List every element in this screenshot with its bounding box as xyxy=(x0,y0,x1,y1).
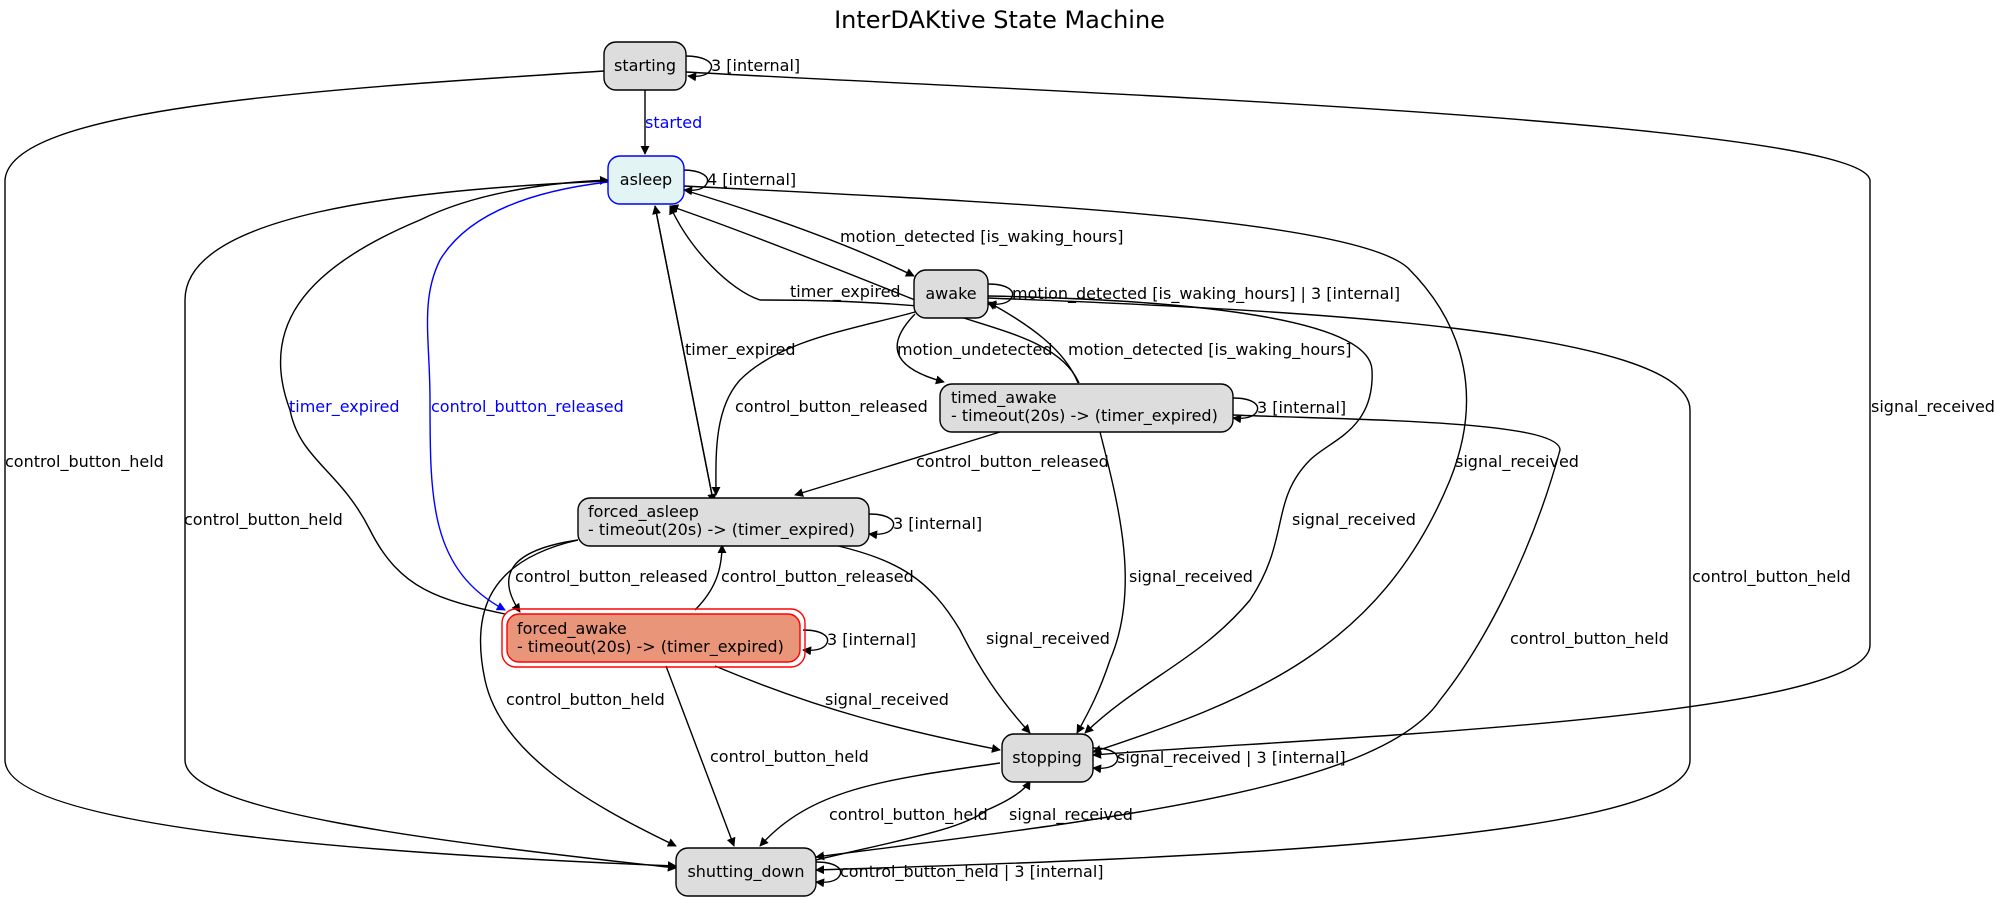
label-timed-awake-to-stopping: signal_received xyxy=(1129,567,1253,587)
label-awake-to-stopping: signal_received xyxy=(1292,510,1416,530)
edge-awake-to-shutting-down xyxy=(815,297,1691,875)
label-asleep-to-shutting-down: control_button_held xyxy=(184,510,343,530)
edge-asleep-to-stopping xyxy=(683,185,1468,754)
label-forced-awake-to-stopping: signal_received xyxy=(825,690,949,710)
edge-forced-asleep-to-forced-awake xyxy=(508,539,579,613)
state-forced-awake-name: forced_awake xyxy=(517,619,627,639)
state-shutting-down-label: shutting_down xyxy=(687,862,804,882)
edge-asleep-to-shutting-down xyxy=(184,180,677,872)
label-starting-to-shutting-down: control_button_held xyxy=(5,452,164,472)
label-forced-awake-to-asleep: timer_expired xyxy=(289,397,400,417)
state-timed-awake-action: - timeout(20s) -> (timer_expired) xyxy=(951,406,1218,426)
state-starting-label: starting xyxy=(614,56,676,75)
edge-timed-awake-to-awake xyxy=(987,301,1079,384)
state-shutting-down[interactable]: shutting_down xyxy=(675,847,817,897)
label-forced-asleep-to-forced-awake: control_button_released xyxy=(515,567,708,587)
label-forced-asleep-self: 3 [internal] xyxy=(893,514,982,533)
label-asleep-to-stopping: signal_received xyxy=(1455,452,1579,472)
edge-stopping-self xyxy=(1092,747,1119,774)
label-started: started xyxy=(645,113,702,132)
edge-stopping-to-shutting-down xyxy=(759,762,1001,847)
edge-awake-to-forced-asleep xyxy=(711,311,916,496)
label-asleep-self: 4 [internal] xyxy=(707,170,796,189)
label-awake-to-shutting-down: control_button_held xyxy=(1692,567,1851,587)
label-timed-awake-to-forced-asleep: control_button_released xyxy=(916,452,1109,472)
state-forced-asleep-name: forced_asleep xyxy=(588,502,699,522)
edge-labels: 3 [internal] started 4 [internal] motion… xyxy=(5,56,1995,882)
state-asleep-label: asleep xyxy=(620,170,672,189)
label-starting-self: 3 [internal] xyxy=(711,56,800,75)
edge-forced-awake-self xyxy=(802,629,829,656)
state-stopping-label: stopping xyxy=(1012,748,1081,767)
edge-asleep-to-awake xyxy=(683,189,915,277)
state-timed-awake-name: timed_awake xyxy=(951,388,1057,408)
label-timed-awake-to-shutting-down: control_button_held xyxy=(1510,629,1669,649)
label-forced-asleep-to-shutting-down: control_button_held xyxy=(506,690,665,710)
edge-timed-awake-to-forced-asleep xyxy=(794,431,1001,497)
edge-asleep-to-forced-awake xyxy=(426,181,609,611)
state-forced-asleep[interactable]: forced_asleep - timeout(20s) -> (timer_e… xyxy=(577,497,870,547)
label-timed-awake-self: 3 [internal] xyxy=(1257,398,1346,417)
state-awake-label: awake xyxy=(925,284,976,303)
state-stopping[interactable]: stopping xyxy=(1001,733,1094,783)
edge-asleep-to-forced-asleep xyxy=(654,205,717,503)
edge-forced-asleep-to-stopping xyxy=(829,543,1031,734)
label-stopping-self: signal_received | 3 [internal] xyxy=(1117,748,1346,768)
state-forced-awake[interactable]: forced_awake - timeout(20s) -> (timer_ex… xyxy=(501,608,806,668)
label-awake-to-forced-asleep: control_button_released xyxy=(735,397,928,417)
edge-timed-awake-to-asleep xyxy=(669,205,941,309)
label-stopping-to-shutting-down: control_button_held xyxy=(829,805,988,825)
state-awake[interactable]: awake xyxy=(913,269,989,319)
label-forced-awake-self: 3 [internal] xyxy=(827,630,916,649)
edge-forced-asleep-self xyxy=(868,513,895,540)
label-forced-awake-to-shutting-down: control_button_held xyxy=(710,747,869,767)
state-asleep[interactable]: asleep xyxy=(607,155,685,205)
edge-timed-awake-to-shutting-down xyxy=(815,414,1561,861)
state-nodes: starting asleep awake timed_awake - time… xyxy=(501,41,1234,897)
state-forced-awake-action: - timeout(20s) -> (timer_expired) xyxy=(517,637,784,657)
label-awake-to-asleep: timer_expired xyxy=(790,282,901,302)
edge-shutting-down-self xyxy=(815,861,842,888)
label-forced-awake-to-forced-asleep: control_button_released xyxy=(721,567,914,587)
edge-forced-awake-to-forced-asleep xyxy=(694,544,727,611)
label-awake-self: motion_detected [is_waking_hours] | 3 [i… xyxy=(1012,284,1400,304)
state-forced-asleep-action: - timeout(20s) -> (timer_expired) xyxy=(588,520,855,540)
label-awake-to-timed-awake: motion_undetected xyxy=(897,340,1053,360)
label-forced-asleep-to-stopping: signal_received xyxy=(986,629,1110,649)
label-shutting-down-to-stopping: signal_received xyxy=(1009,805,1133,825)
edge-shutting-down-to-stopping xyxy=(815,780,1031,861)
diagram-title: InterDAKtive State Machine xyxy=(834,6,1165,34)
label-shutting-down-self: control_button_held | 3 [internal] xyxy=(840,862,1104,882)
edge-starting-to-stopping xyxy=(685,71,1871,759)
edge-timed-awake-to-stopping xyxy=(1076,431,1126,734)
label-asleep-to-awake: motion_detected [is_waking_hours] xyxy=(840,227,1123,247)
state-timed-awake[interactable]: timed_awake - timeout(20s) -> (timer_exp… xyxy=(939,383,1234,433)
edge-awake-to-stopping xyxy=(987,295,1373,734)
edge-asleep-self xyxy=(682,169,709,196)
edge-awake-self xyxy=(987,283,1014,310)
edge-forced-awake-to-stopping xyxy=(714,665,1001,753)
edge-awake-to-timed-awake xyxy=(896,313,945,385)
label-starting-to-stopping: signal_received xyxy=(1871,397,1995,417)
edge-starting-to-shutting-down xyxy=(4,70,677,871)
label-forced-asleep-to-asleep: timer_expired xyxy=(685,340,796,360)
edge-forced-awake-to-shutting-down xyxy=(665,665,736,847)
state-starting[interactable]: starting xyxy=(603,41,687,91)
label-timed-awake-to-awake: motion_detected [is_waking_hours] xyxy=(1068,340,1351,360)
edge-forced-awake-to-asleep xyxy=(279,175,609,615)
edge-timed-awake-self xyxy=(1232,397,1259,424)
label-asleep-to-forced-awake: control_button_released xyxy=(431,397,624,417)
edge-forced-asleep-to-shutting-down xyxy=(479,539,677,847)
edge-starting-self xyxy=(685,55,713,82)
